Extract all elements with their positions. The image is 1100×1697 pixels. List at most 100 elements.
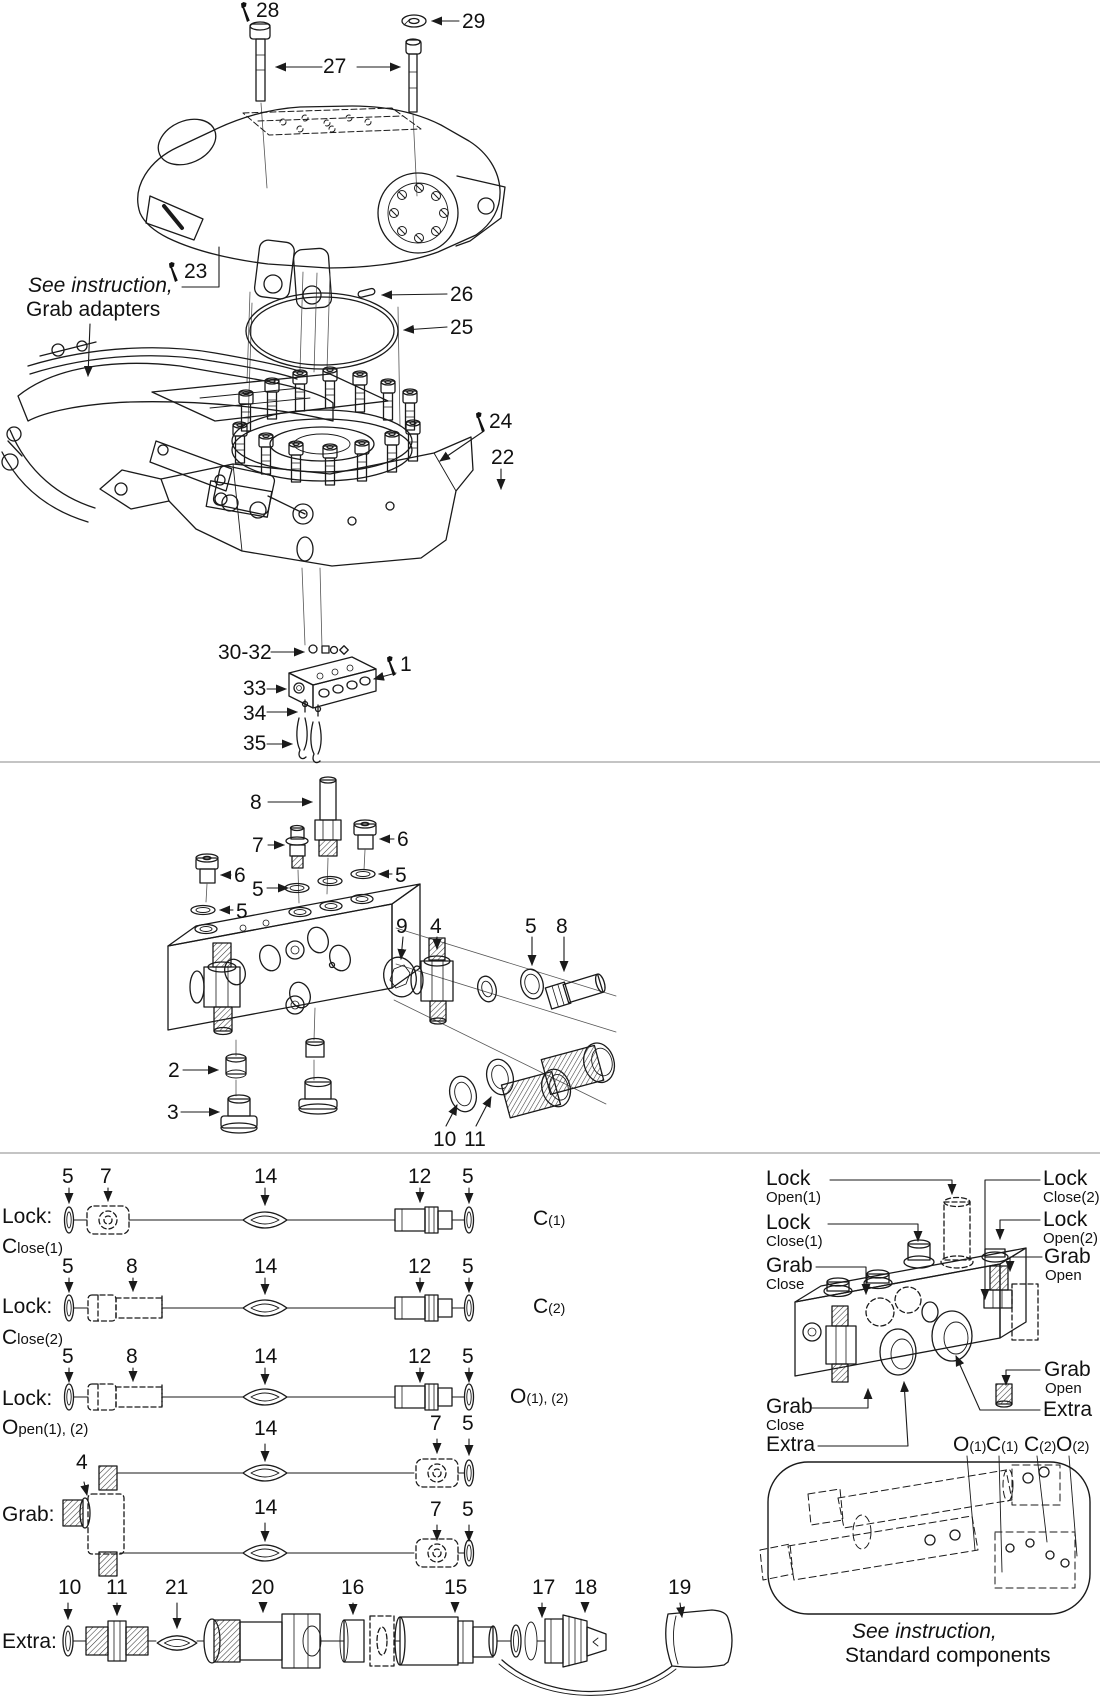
bolt-circle-plate <box>232 366 421 486</box>
callout-23: 23 <box>184 260 208 283</box>
port-callout-open1: Open(1) <box>766 1189 822 1206</box>
callout-5: 5 <box>252 878 264 901</box>
port-callout-close1: Close(1) <box>766 1233 823 1250</box>
port-callout-open: Open <box>1045 1380 1082 1397</box>
callout-29: 29 <box>462 10 486 33</box>
callout-26: 26 <box>450 283 474 306</box>
callout-3: 3 <box>167 1101 179 1124</box>
row-lock-close1 <box>63 1205 475 1235</box>
callout-21: 21 <box>165 1576 189 1599</box>
row-lock-open <box>63 1383 475 1411</box>
row-label-lock: Lock: <box>2 1295 53 1318</box>
port-label-c2: C(2) <box>533 1295 566 1318</box>
callout-8: 8 <box>126 1255 138 1278</box>
top-bolts <box>250 15 426 196</box>
callout-7: 7 <box>100 1165 112 1188</box>
instruction-note-line1: See instruction, <box>28 274 173 297</box>
rotator-assembly <box>138 106 505 382</box>
grapple-frame <box>2 341 388 524</box>
callout-7: 7 <box>430 1412 442 1435</box>
callout-14: 14 <box>254 1165 278 1188</box>
row-label-lock: Lock: <box>2 1387 53 1410</box>
callout-27: 27 <box>323 55 347 78</box>
callout-7: 7 <box>252 834 264 857</box>
callout-5: 5 <box>395 864 407 887</box>
callout-12: 12 <box>408 1165 432 1188</box>
port-label-o1: O(1) <box>953 1433 987 1456</box>
callout-7: 7 <box>430 1498 442 1521</box>
top-leaders <box>83 1 506 749</box>
callout-11: 11 <box>106 1576 128 1599</box>
port-label-o2: O(2) <box>1056 1433 1090 1456</box>
callout-8: 8 <box>126 1345 138 1368</box>
instruction-note-line1: See instruction, <box>852 1620 997 1643</box>
callout-14: 14 <box>254 1255 278 1278</box>
port-label-c1: C(1) <box>533 1207 566 1230</box>
port-callout-close: Close <box>766 1417 805 1434</box>
middle-leaders <box>181 797 569 1126</box>
port-callout-grab: Grab <box>766 1254 813 1277</box>
instruction-note-line2: Grab adapters <box>26 298 161 321</box>
callout-1: 1 <box>400 653 412 676</box>
callout-5: 5 <box>236 900 248 923</box>
port-callout-extra: Extra <box>766 1433 816 1456</box>
row-sublabel-close1: Close(1) <box>2 1235 64 1258</box>
callout-5: 5 <box>462 1345 474 1368</box>
callout-4: 4 <box>430 915 442 938</box>
port-label-o12: O(1), (2) <box>510 1385 569 1408</box>
row-label-extra: Extra: <box>2 1630 57 1653</box>
right-leaders <box>812 1180 1077 1572</box>
port-callout-grab: Grab <box>1044 1358 1091 1381</box>
port-callout-close: Close <box>766 1276 805 1293</box>
row-sublabel-open: Open(1), (2) <box>2 1416 89 1439</box>
callout-12: 12 <box>408 1255 432 1278</box>
callout-4: 4 <box>76 1451 88 1474</box>
callout-18: 18 <box>574 1576 598 1599</box>
control-valve-block <box>795 1198 1038 1408</box>
callout-19: 19 <box>668 1576 692 1599</box>
port-label-c1: C(1) <box>986 1433 1019 1456</box>
callout-30-32: 30-32 <box>218 641 272 664</box>
callout-5: 5 <box>525 915 537 938</box>
callout-22: 22 <box>491 446 515 469</box>
callout-5: 5 <box>62 1255 74 1278</box>
port-callout-extra: Extra <box>1043 1398 1093 1421</box>
wrench-icon <box>240 1 251 23</box>
wrench-icon <box>475 411 486 433</box>
callout-10: 10 <box>433 1128 457 1151</box>
instruction-note-line2: Standard components <box>845 1644 1051 1667</box>
port-callout-open2: Open(2) <box>1043 1230 1099 1247</box>
rotator-base-housing <box>100 437 473 648</box>
callout-5: 5 <box>462 1498 474 1521</box>
callout-6: 6 <box>397 828 409 851</box>
port-callout-close2: Close(2) <box>1043 1189 1100 1206</box>
standard-components-box <box>760 1462 1090 1614</box>
row-grab <box>63 1458 475 1576</box>
callout-6: 6 <box>234 864 246 887</box>
callout-33: 33 <box>243 677 267 700</box>
section-dividers <box>0 762 1100 1153</box>
callout-2: 2 <box>168 1059 180 1082</box>
row-sublabel-close2: Close(2) <box>2 1326 64 1349</box>
port-callout-lock: Lock <box>1043 1167 1088 1190</box>
pin-26 <box>358 288 376 298</box>
callout-17: 17 <box>532 1576 556 1599</box>
callout-25: 25 <box>450 316 474 339</box>
port-callout-grab: Grab <box>1044 1245 1091 1268</box>
port-label-c2: C(2) <box>1024 1433 1057 1456</box>
callout-11: 11 <box>464 1128 486 1151</box>
callout-9: 9 <box>396 915 408 938</box>
port-callout-open: Open <box>1045 1267 1082 1284</box>
callout-35: 35 <box>243 732 267 755</box>
valve-block-exploded <box>168 777 619 1133</box>
port-callout-lock: Lock <box>766 1167 811 1190</box>
callout-10: 10 <box>58 1576 82 1599</box>
row-label-lock: Lock: <box>2 1205 53 1228</box>
callout-5: 5 <box>462 1255 474 1278</box>
callout-5: 5 <box>462 1412 474 1435</box>
callout-28: 28 <box>256 0 280 22</box>
port-callout-lock: Lock <box>766 1211 811 1234</box>
callout-16: 16 <box>341 1576 365 1599</box>
